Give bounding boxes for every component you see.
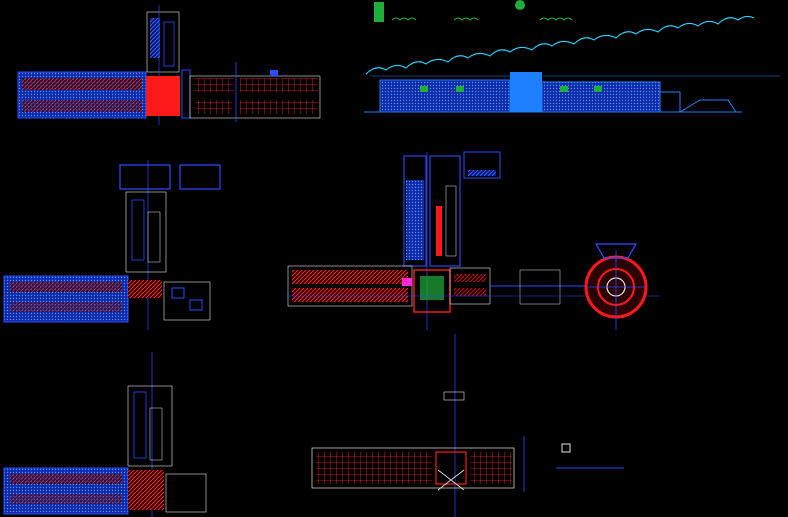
plan-top-left <box>17 5 321 125</box>
plan-mid-left <box>3 160 221 330</box>
plan-bottom-right <box>311 334 624 517</box>
plan-center <box>286 151 660 330</box>
plan-bottom-left <box>3 352 207 517</box>
elevation-top-right <box>364 0 780 113</box>
